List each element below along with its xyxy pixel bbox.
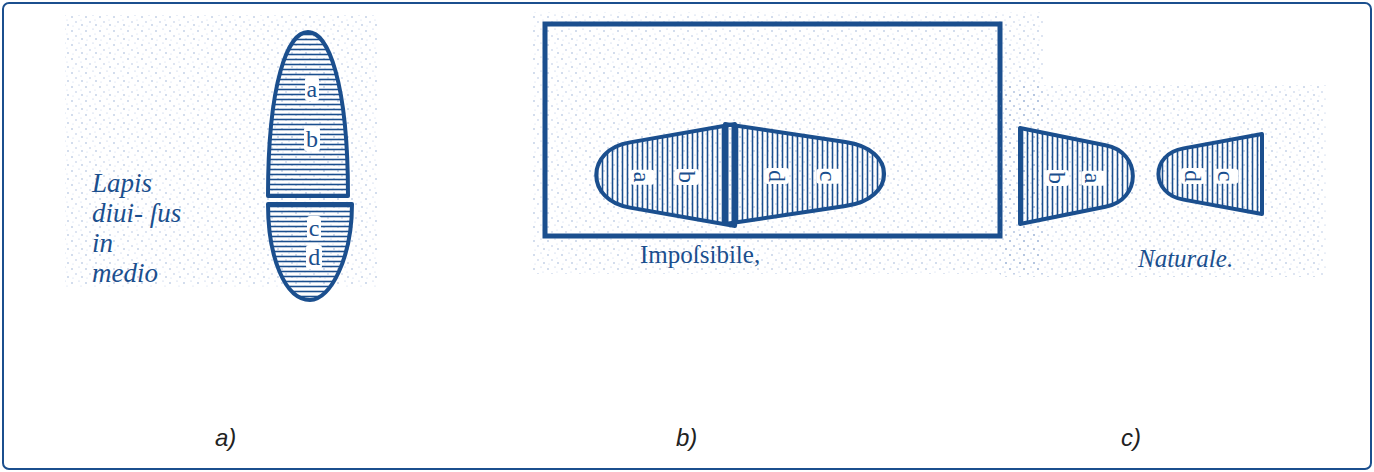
pole-letter: d [1181, 168, 1205, 184]
pole-letter: b [304, 127, 320, 151]
magnet-piece: dc [725, 124, 897, 224]
pole-letter: c [307, 216, 322, 240]
pole-letter: d [306, 245, 322, 269]
outer-frame [3, 3, 1371, 469]
magnet-piece: ab [268, 32, 348, 196]
magnet-piece: dc [1150, 134, 1262, 214]
hatched-stone [1158, 134, 1262, 214]
stone-outline [268, 32, 348, 196]
pole-letter: a [630, 170, 654, 185]
pole-letter: c [1214, 168, 1238, 183]
hatched-stone [596, 124, 735, 226]
stone-outline [725, 124, 897, 224]
hatched-stone [725, 124, 884, 224]
panel-letter: b) [676, 424, 716, 452]
stone-outline [585, 124, 735, 226]
hatched-stone [268, 204, 352, 300]
panel-letter: a) [215, 424, 255, 452]
panel-letter: c) [1121, 424, 1161, 452]
stone-outline [1150, 134, 1262, 214]
pole-letter: b [675, 169, 699, 185]
paper-texture [532, 12, 1044, 274]
caption-text: Impoſsibile, [640, 240, 810, 270]
pole-letter: c [816, 169, 840, 184]
pole-letter: d [765, 168, 789, 184]
caption-text: Lapis diui- ſus in medio [92, 168, 184, 288]
pole-letter: b [1045, 170, 1069, 186]
pole-letter: a [1081, 171, 1105, 186]
magnet-piece: ab [585, 124, 735, 226]
magnet-piece: cd [268, 204, 352, 300]
pole-letter: a [305, 77, 320, 101]
caption-text: Naturale. [1138, 244, 1268, 274]
hatched-stone [268, 32, 348, 196]
hatched-stone [1020, 128, 1133, 224]
magnet-piece: ba [1020, 128, 1142, 224]
paper-texture [1000, 85, 1326, 277]
woodcut-frame [545, 24, 1000, 236]
